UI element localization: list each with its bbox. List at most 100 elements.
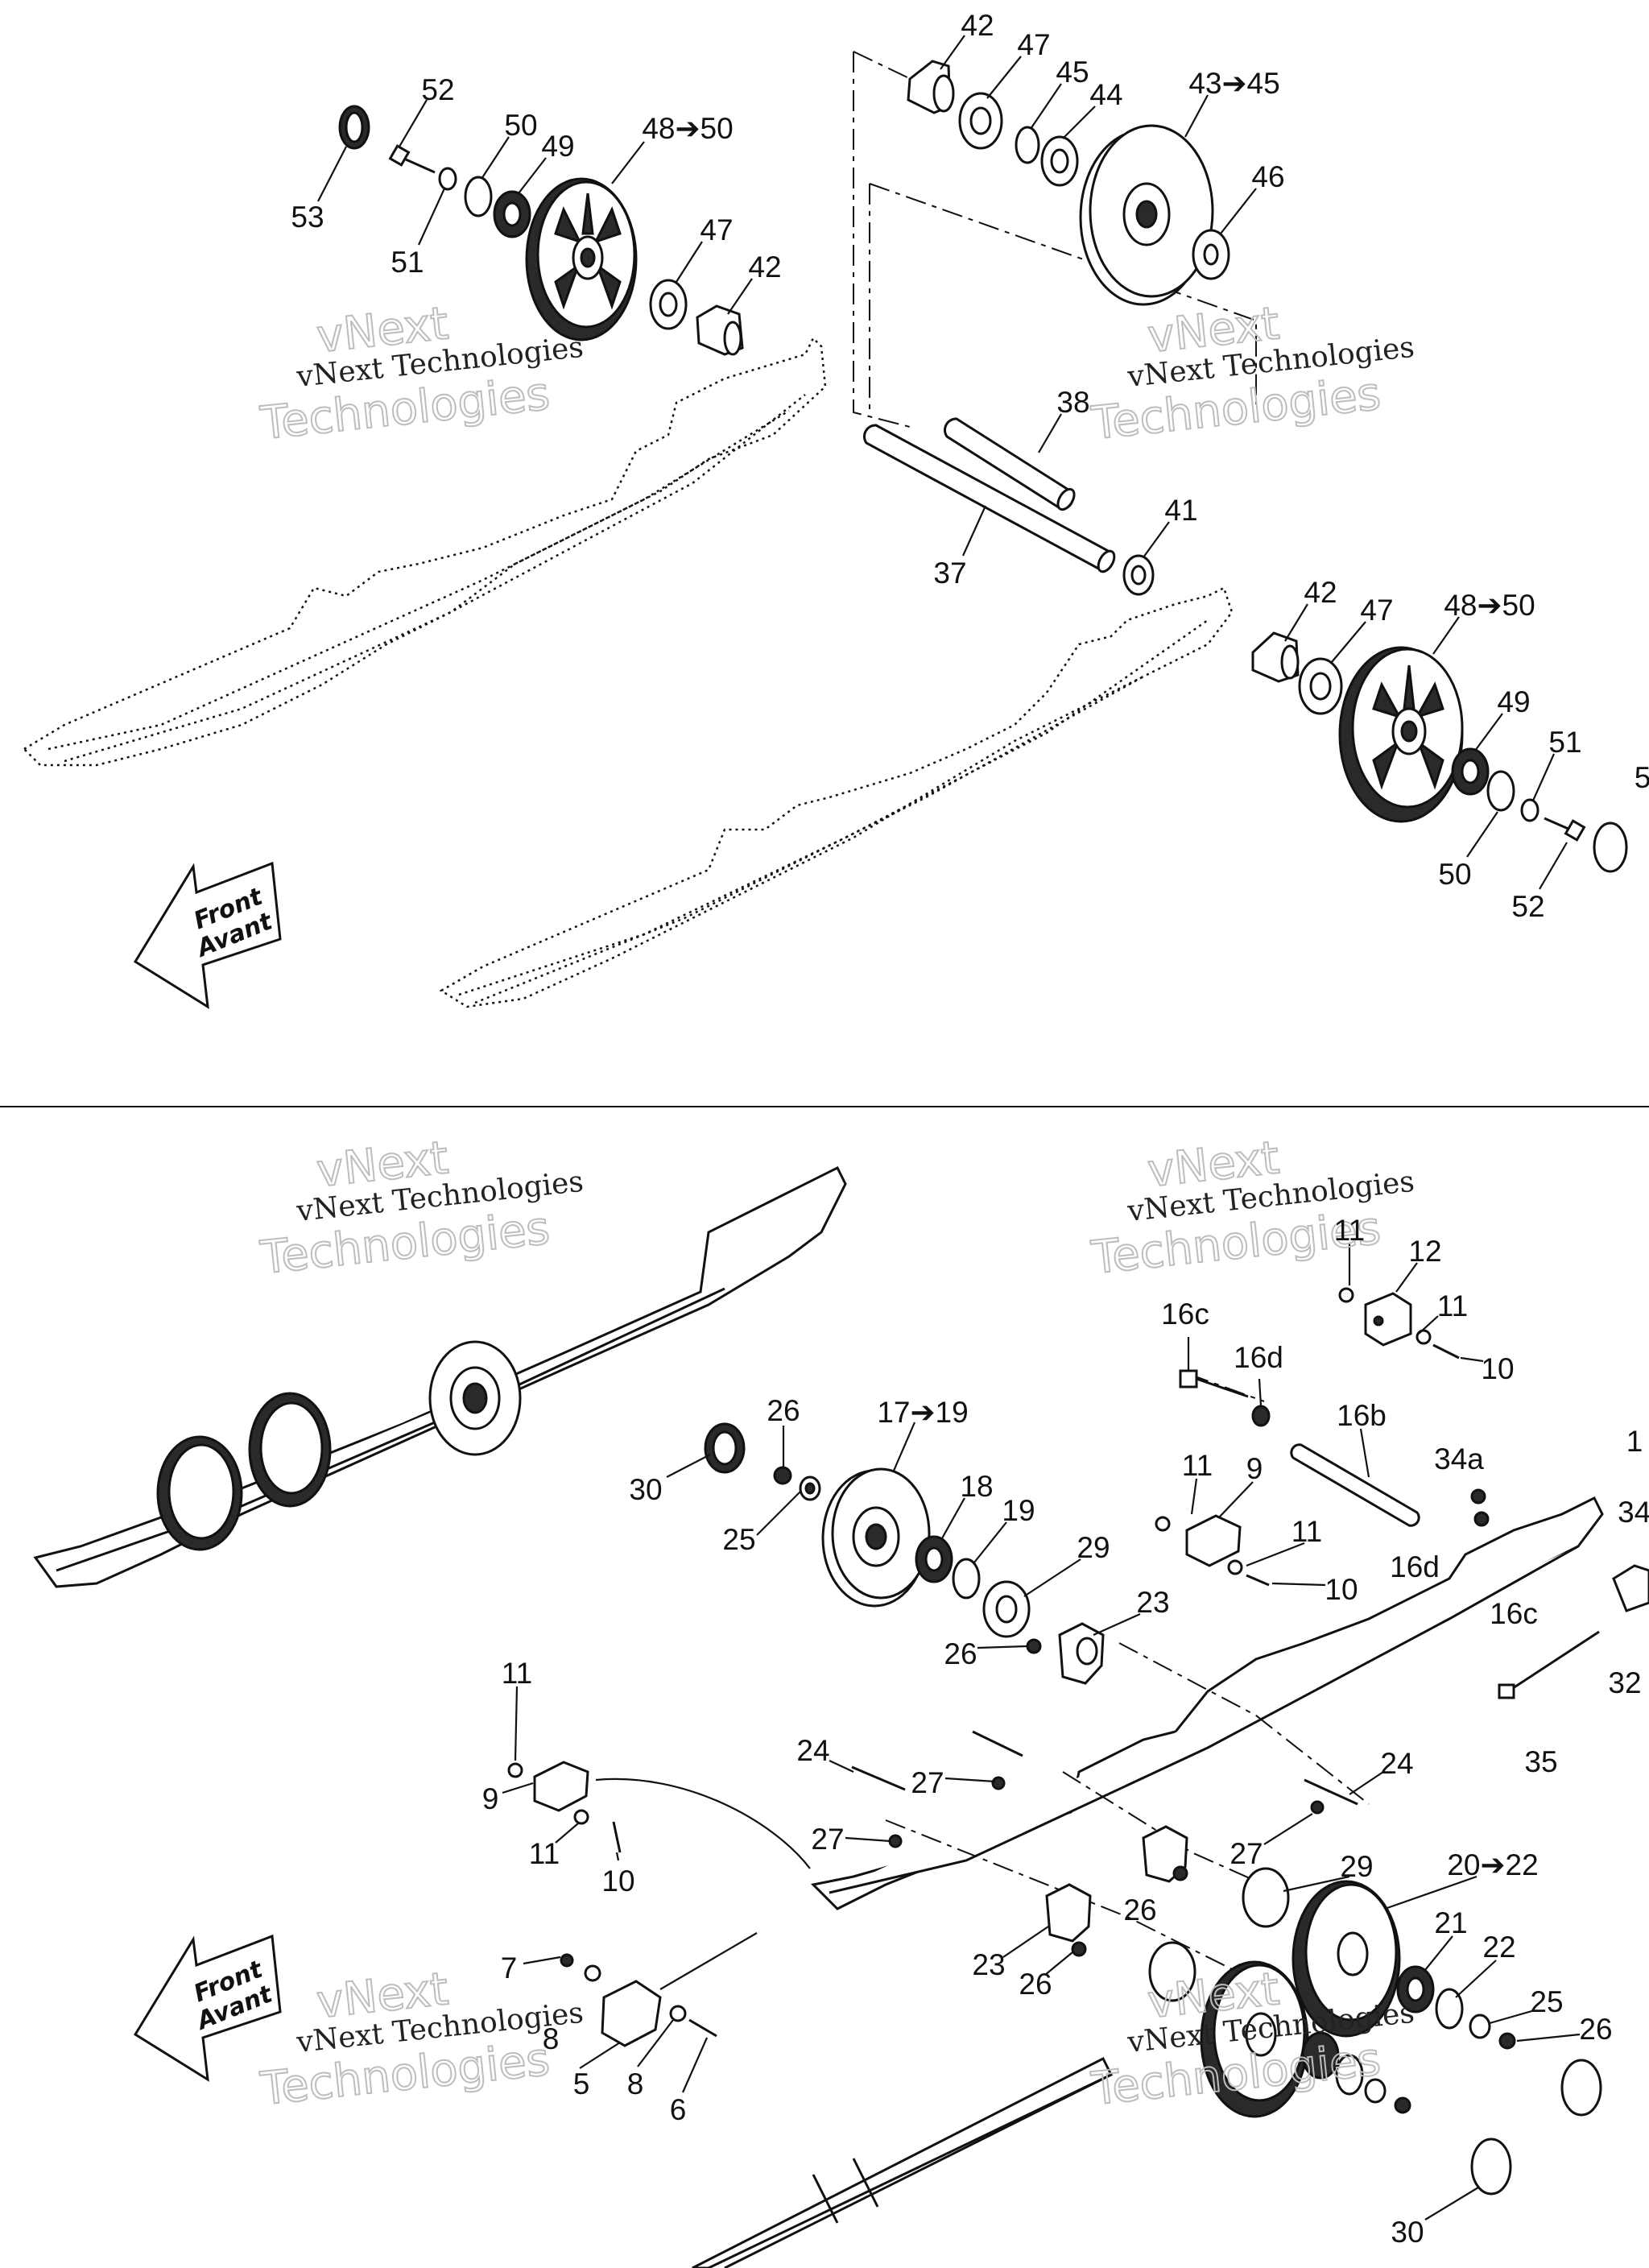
seal-30-lower — [1470, 2059, 1602, 2196]
seal-53-right — [1593, 822, 1628, 873]
callout-label: 6 — [670, 2093, 687, 2126]
nut-26 — [773, 1466, 792, 1485]
callout-label: 52 — [1511, 890, 1544, 923]
bearing-49-top — [493, 190, 531, 238]
wheel-48-top — [525, 177, 638, 341]
right-slide-rail — [439, 586, 1234, 1008]
top-assembly: Front Avant — [22, 35, 1628, 1009]
callout-label: 42 — [748, 250, 781, 284]
washer-11-top — [1338, 1287, 1432, 1345]
callout-label: 16d — [1234, 1341, 1283, 1374]
callout-label: 11 — [529, 1837, 560, 1870]
callout-label: 12 — [1408, 1235, 1441, 1268]
spacer-29 — [982, 1580, 1031, 1638]
assembly-arrow — [659, 1932, 758, 1990]
washer-25-lower — [1364, 2013, 1491, 2104]
seal-30 — [704, 1422, 746, 1474]
bearing-49-right — [1451, 747, 1490, 796]
spacer-29-lower — [1148, 1867, 1290, 2002]
callout-label: 50 — [1438, 858, 1471, 891]
callout-label: 42 — [961, 9, 994, 42]
assembly-guide-line — [869, 183, 1257, 404]
callout-label: 10 — [1325, 1573, 1358, 1606]
assembly-guide-line — [1062, 1771, 1265, 1885]
nut-16d — [1251, 1405, 1271, 1427]
assembly-guide-line — [1188, 1373, 1265, 1402]
callout-label: 45 — [1056, 56, 1089, 89]
assembly-guide-line — [885, 1819, 1257, 1982]
bolt-35 — [1498, 1630, 1600, 1699]
bolt-24 — [851, 1730, 1358, 1806]
washer-51-top — [438, 167, 457, 191]
front-direction-arrow-bottom: Front Avant — [133, 1934, 282, 2082]
callout-label: 47 — [1017, 28, 1050, 61]
callout-label: 48➔50 — [642, 112, 733, 145]
callout-label: 26 — [1579, 2013, 1612, 2046]
watermark: vNext vNext Technologies Technologies — [257, 1131, 585, 1285]
left-slide-rail — [22, 336, 827, 767]
assembly-guide-line — [1118, 1642, 1370, 1805]
callout-label: 8 — [543, 2022, 560, 2055]
ring-19 — [952, 1558, 981, 1600]
callout-label: 5 — [573, 2067, 590, 2100]
callout-label: 27 — [1230, 1837, 1263, 1870]
callout-label: 32 — [1608, 1666, 1641, 1699]
callout-label: 49 — [541, 130, 574, 163]
washer-11-mid — [1155, 1516, 1243, 1575]
callout-label: 16c — [1490, 1597, 1538, 1630]
callout-label: 29 — [1077, 1531, 1110, 1564]
callout-label: 23 — [972, 1948, 1005, 1981]
callout-label: 43➔45 — [1188, 67, 1279, 100]
mount-23-lower — [1045, 1825, 1188, 1943]
callout-label: 7 — [501, 1951, 518, 1984]
spacer-47-right — [1298, 657, 1343, 715]
callout-label: 21 — [1434, 1906, 1467, 1939]
assembled-slide-rail — [33, 1165, 847, 1588]
washer-41 — [1122, 554, 1155, 596]
spacer-47-top-left — [649, 279, 688, 330]
callout-label: 51 — [391, 246, 424, 279]
ring-50-right — [1486, 770, 1515, 812]
callout-label: 35 — [1524, 1745, 1557, 1778]
ring-45-top — [1015, 126, 1040, 164]
nut-26b — [1026, 1638, 1042, 1654]
callout-label: 5 — [1635, 761, 1649, 794]
callout-label: 26 — [1123, 1893, 1156, 1927]
callout-label: 26 — [767, 1394, 800, 1427]
ring-22 — [1335, 1988, 1464, 2096]
callout-label: 47 — [700, 213, 733, 246]
washer-11-left — [507, 1762, 589, 1825]
callout-label: 37 — [933, 557, 966, 590]
exploded-slide-rail — [810, 1496, 1604, 1910]
block-9-left — [533, 1761, 589, 1812]
shaft-37 — [863, 424, 1116, 573]
callout-label: 26 — [944, 1637, 977, 1670]
watermarks: vNext vNext Technologies Technologies vN… — [257, 296, 1415, 2117]
leader-lines-top — [317, 35, 1568, 890]
block-9 — [1185, 1514, 1242, 1567]
spacer-47-top — [958, 92, 1003, 150]
callout-label: 29 — [1340, 1850, 1373, 1883]
mount-23 — [1058, 1622, 1105, 1685]
callout-label: 38 — [1056, 386, 1089, 419]
callout-label: 25 — [1530, 1985, 1563, 2018]
nut-34a — [1470, 1488, 1490, 1527]
callout-label: 51 — [1548, 726, 1581, 759]
callout-label: 8 — [627, 2067, 644, 2100]
callout-label: 34a — [1434, 1442, 1484, 1475]
washer-51-right — [1520, 798, 1539, 822]
callout-label: 9 — [1246, 1452, 1263, 1485]
washer-46 — [1192, 229, 1230, 280]
callout-label: 23 — [1136, 1586, 1169, 1619]
axle-end-42-top-left — [696, 304, 744, 356]
bolt-6 — [688, 2018, 717, 2038]
callout-label: 10 — [1481, 1352, 1514, 1385]
watermark: vNext vNext Technologies Technologies — [257, 1962, 585, 2117]
callout-label: 16d — [1390, 1550, 1440, 1583]
callout-label: 52 — [421, 73, 454, 106]
bolt-16c — [1179, 1369, 1249, 1398]
callout-label: 47 — [1360, 594, 1393, 627]
bolt-10-top — [1432, 1343, 1460, 1360]
